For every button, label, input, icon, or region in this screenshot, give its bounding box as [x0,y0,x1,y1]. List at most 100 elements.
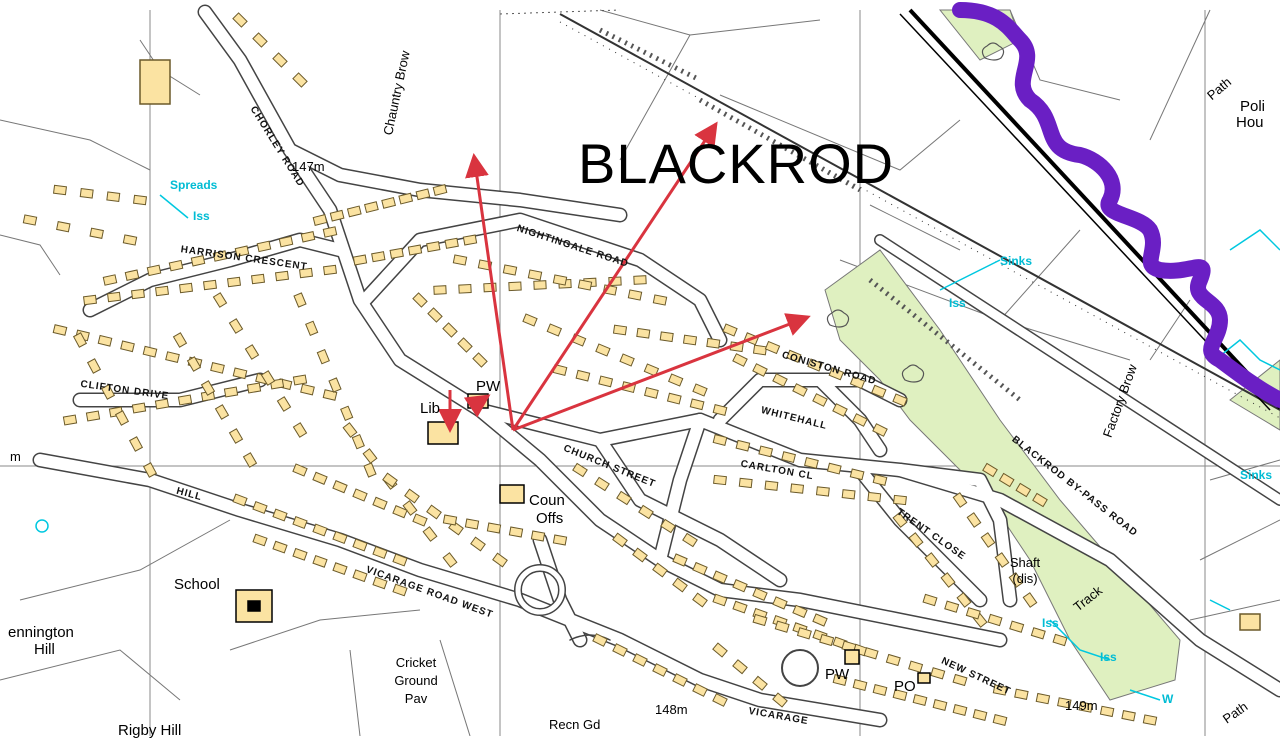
building [612,643,628,657]
embankment-hatch [499,9,1022,402]
building [952,492,968,508]
building [598,375,614,388]
building [982,462,998,478]
building [872,684,888,696]
building [786,349,802,363]
building [244,344,260,360]
building [616,490,632,506]
building [328,377,342,393]
building [752,344,768,356]
building [772,596,788,610]
building [457,337,473,353]
purple-river-line [952,2,1280,408]
building [738,477,753,489]
building [422,526,438,542]
building [332,531,348,544]
building [82,294,98,306]
building [292,422,308,438]
building [1035,692,1051,705]
building [619,353,635,367]
tree-symbols [826,42,1005,383]
building [712,570,728,584]
building [415,188,431,201]
building [1015,482,1032,498]
building [987,613,1003,627]
building [849,468,865,481]
building [364,201,379,214]
building [202,279,218,291]
building [790,483,805,494]
building [346,205,362,218]
building [841,489,856,500]
label-recn-gd: Recn Gd [549,717,601,732]
building [464,518,480,530]
building [342,422,358,438]
label-sinks-1: Sinks [1000,254,1033,268]
building [128,436,144,452]
building [992,714,1008,726]
building [722,323,738,337]
building [322,226,338,238]
label-coun: Coun [529,492,565,509]
building [575,369,591,382]
label-poli: Poli [1240,98,1266,115]
building [246,382,262,394]
building [980,532,996,548]
building [852,413,868,427]
building [452,254,468,266]
building [278,235,294,248]
building [892,512,908,528]
building [713,474,727,486]
label-hou: Hou [1236,114,1264,131]
building [1014,688,1029,700]
building [122,234,138,246]
building [274,270,290,282]
arrow-northeast [511,121,718,431]
building [272,508,288,522]
building [804,456,819,469]
label-dis: (dis) [1012,571,1038,586]
building [242,452,258,468]
building [340,405,354,422]
building [102,274,118,286]
building [633,275,647,285]
building [712,404,728,416]
building [234,245,250,257]
building [992,684,1008,696]
building [752,675,768,691]
label-ground: Ground [394,673,438,688]
label-height-148: 148m [655,702,688,717]
building [372,546,388,559]
label-iss-4: Iss [1100,650,1117,664]
building [292,72,308,88]
building [812,393,828,407]
building [819,633,835,647]
water-features [35,194,1280,701]
building [312,523,328,537]
building [210,362,225,374]
building [332,480,348,494]
building [781,451,796,464]
building [924,552,940,568]
building [932,699,948,711]
building [142,345,158,358]
building [412,513,428,527]
label-pennington: ennington [8,624,74,641]
building [660,518,676,534]
building [828,367,845,381]
building [1009,620,1025,633]
field-boundaries [0,9,1280,736]
building [407,244,423,256]
building [1030,627,1046,640]
building [86,358,102,374]
label-school: School [174,576,220,593]
building [735,439,751,452]
building [372,576,388,590]
building [132,194,148,206]
building [293,292,307,308]
building [214,404,230,420]
label-sinks-2: Sinks [1240,468,1273,482]
building [200,380,216,396]
building [594,476,610,492]
